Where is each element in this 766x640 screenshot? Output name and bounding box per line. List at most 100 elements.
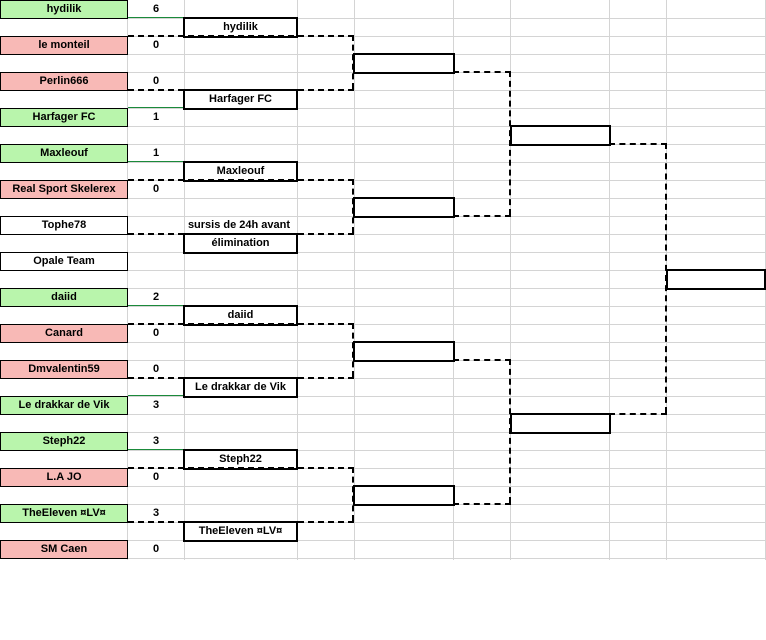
score-cell: 3 <box>152 399 160 411</box>
winner-connector <box>128 107 184 108</box>
grid-line <box>0 180 766 181</box>
grid-line <box>0 144 766 145</box>
grid-line <box>609 0 610 560</box>
round2-winner-box: Maxleouf <box>183 161 298 182</box>
round4-box <box>510 413 611 434</box>
score-cell: 0 <box>152 183 160 195</box>
grid-line <box>0 18 766 19</box>
team-cell: hydilik <box>0 0 128 19</box>
bracket-connector <box>352 323 354 377</box>
grid-line <box>0 378 766 379</box>
bracket-connector <box>453 215 511 217</box>
grid-line <box>0 522 766 523</box>
team-cell: Dmvalentin59 <box>0 360 128 379</box>
grid-line <box>0 270 766 271</box>
grid-line <box>0 414 766 415</box>
grid-line <box>0 288 766 289</box>
bracket-connector <box>128 233 354 235</box>
round3-box <box>353 485 455 506</box>
team-cell: daiid <box>0 288 128 307</box>
bracket-connector <box>128 323 354 325</box>
score-cell: 3 <box>152 435 160 447</box>
team-cell: L.A JO <box>0 468 128 487</box>
grid-line <box>510 0 511 560</box>
grid-line <box>0 108 766 109</box>
grid-line <box>0 90 766 91</box>
grid-line <box>0 306 766 307</box>
grid-line <box>0 450 766 451</box>
grid-line <box>0 234 766 235</box>
grid-line <box>0 252 766 253</box>
round3-box <box>353 341 455 362</box>
score-cell: 0 <box>152 75 160 87</box>
winner-connector <box>128 161 184 162</box>
team-cell: Perlin666 <box>0 72 128 91</box>
team-cell: Steph22 <box>0 432 128 451</box>
bracket-connector <box>352 35 354 89</box>
bracket-connector <box>128 467 354 469</box>
bracket-connector <box>128 521 354 523</box>
team-cell: Tophe78 <box>0 216 128 235</box>
grid-line <box>0 468 766 469</box>
grid-line <box>0 162 766 163</box>
bracket-connector <box>609 413 667 415</box>
grid-line <box>127 0 128 560</box>
bracket-sheet: hydilik le monteil Perlin666 Harfager FC… <box>0 0 766 560</box>
team-cell: Le drakkar de Vik <box>0 396 128 415</box>
winner-connector <box>128 449 184 450</box>
bracket-connector <box>609 143 667 145</box>
bracket-connector <box>128 377 354 379</box>
bracket-connector <box>453 71 511 73</box>
round2-winner-box: Harfager FC <box>183 89 298 110</box>
score-cell: 0 <box>152 39 160 51</box>
score-cell: 3 <box>152 507 160 519</box>
grid-line <box>354 0 355 560</box>
round3-box <box>353 53 455 74</box>
bracket-connector <box>128 179 354 181</box>
team-cell: SM Caen <box>0 540 128 559</box>
round4-box <box>510 125 611 146</box>
score-cell: 1 <box>152 147 160 159</box>
bracket-connector <box>352 179 354 233</box>
winner-connector <box>128 395 184 396</box>
team-cell: Real Sport Skelerex <box>0 180 128 199</box>
grid-line <box>0 396 766 397</box>
bracket-connector <box>665 143 667 413</box>
team-cell: Maxleouf <box>0 144 128 163</box>
score-cell: 6 <box>152 3 160 15</box>
grid-line <box>0 36 766 37</box>
bracket-connector <box>352 467 354 521</box>
bracket-connector <box>453 359 511 361</box>
team-cell: le monteil <box>0 36 128 55</box>
score-cell <box>128 252 184 270</box>
final-box <box>666 269 766 290</box>
grid-line <box>297 0 298 560</box>
grid-line <box>453 0 454 560</box>
grid-line <box>0 126 766 127</box>
note-text: sursis de 24h avant <box>187 219 291 231</box>
winner-connector <box>128 17 184 18</box>
score-cell: 2 <box>152 291 160 303</box>
bracket-connector <box>128 35 354 37</box>
round2-winner-box: hydilik <box>183 17 298 38</box>
bracket-connector <box>509 359 511 503</box>
winner-connector <box>128 305 184 306</box>
team-cell: Opale Team <box>0 252 128 271</box>
grid-line <box>0 432 766 433</box>
score-cell: 0 <box>152 471 160 483</box>
round3-box <box>353 197 455 218</box>
grid-line <box>0 324 766 325</box>
round2-winner-box: TheEleven ¤LV¤ <box>183 521 298 542</box>
round2-winner-box: Steph22 <box>183 449 298 470</box>
team-cell: Canard <box>0 324 128 343</box>
bracket-connector <box>453 503 511 505</box>
score-cell: 1 <box>152 111 160 123</box>
bracket-connector <box>128 89 354 91</box>
score-cell: 0 <box>152 327 160 339</box>
round2-winner-box: élimination <box>183 233 298 254</box>
score-cell: 0 <box>152 363 160 375</box>
team-cell: TheEleven ¤LV¤ <box>0 504 128 523</box>
grid-line <box>184 0 185 560</box>
round2-winner-box: daiid <box>183 305 298 326</box>
grid-line <box>0 558 766 559</box>
